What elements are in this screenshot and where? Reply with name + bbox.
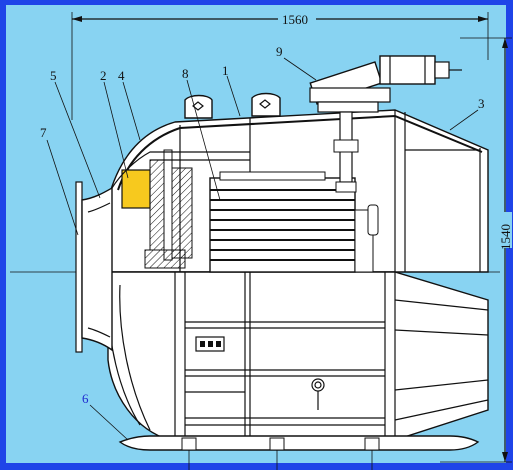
callout-7: 7 [40, 125, 47, 140]
height-dimension: 1540 [440, 37, 513, 463]
callout-6: 6 [82, 391, 89, 406]
highlighted-component [121, 169, 151, 209]
hatched-section [111, 149, 250, 269]
lower-housing [107, 271, 489, 441]
callout-9: 9 [276, 44, 283, 59]
ground-symbol [311, 378, 325, 410]
callout-1: 1 [222, 63, 229, 78]
height-dimension-text: 1540 [498, 224, 513, 250]
callout-4: 4 [118, 68, 125, 83]
callout-3: 3 [478, 96, 485, 111]
callout-2: 2 [100, 68, 107, 83]
callout-5: 5 [50, 68, 57, 83]
skid-base [118, 435, 480, 470]
actuator [309, 55, 462, 193]
motor-core [209, 171, 379, 273]
inlet-flange [75, 181, 113, 353]
terminal-box [195, 336, 225, 352]
callout-8: 8 [182, 66, 189, 81]
width-dimension: 1560 [71, 11, 489, 120]
leader-lines [46, 57, 479, 441]
lifting-lugs [184, 92, 281, 119]
width-dimension-text: 1560 [282, 12, 308, 27]
